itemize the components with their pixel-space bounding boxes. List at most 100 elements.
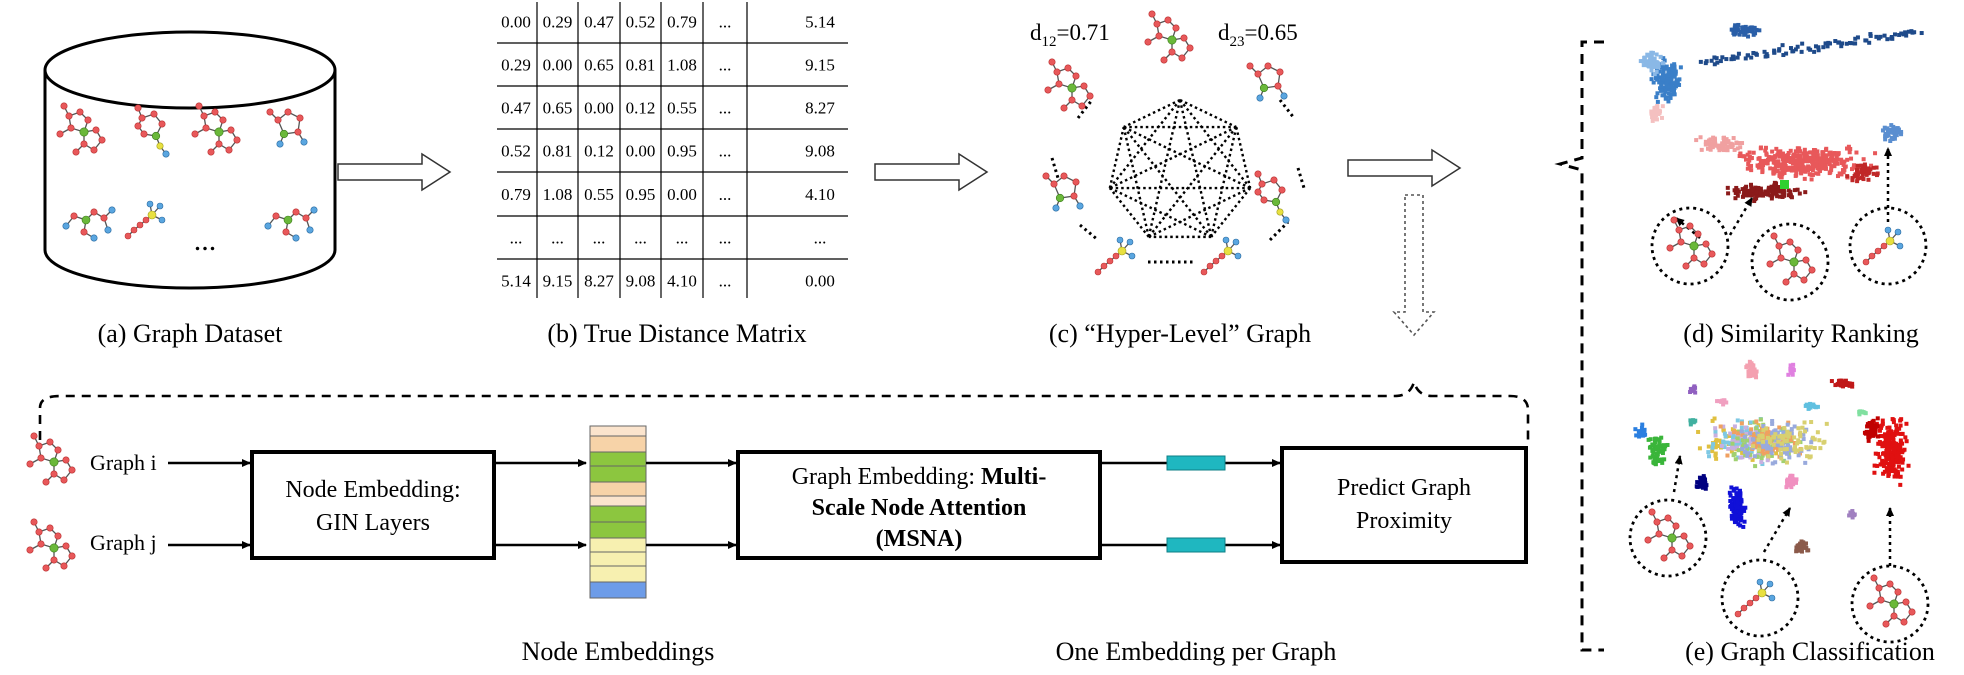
scatter-point — [1866, 438, 1871, 443]
scatter-point — [1655, 104, 1660, 109]
scatter-point — [1803, 166, 1808, 171]
scatter-point — [1805, 159, 1810, 164]
scatter-point — [1784, 485, 1789, 490]
scatter-point — [1791, 368, 1796, 373]
scatter-point — [1749, 55, 1754, 60]
scatter-point — [1731, 446, 1736, 451]
scatter-point — [1779, 441, 1784, 446]
scatter-point — [1761, 193, 1766, 198]
scatter-point — [1765, 450, 1770, 455]
scatter-point — [1842, 159, 1847, 164]
scatter-point — [1867, 423, 1872, 428]
scatter-point — [1873, 423, 1878, 428]
scatter-point — [1815, 153, 1820, 158]
scatter-point — [1895, 431, 1900, 436]
scatter-point — [1657, 80, 1662, 85]
scatter-point — [1661, 66, 1666, 71]
scatter-point — [1893, 459, 1898, 464]
molecule-icon — [1044, 58, 1094, 112]
scatter-point — [1671, 71, 1676, 76]
scatter-point — [1855, 179, 1860, 184]
scatter-point — [1868, 33, 1873, 38]
scatter-point — [1878, 425, 1883, 430]
scatter-point — [1641, 63, 1646, 68]
scatter-point — [1739, 515, 1744, 520]
scatter-point — [1694, 484, 1699, 489]
scatter-point — [1672, 86, 1677, 91]
scatter-point — [1735, 445, 1740, 450]
scatter-point — [1745, 446, 1750, 451]
scatter-point — [1880, 451, 1885, 456]
scatter-point — [1713, 439, 1718, 444]
scatter-point — [1649, 109, 1654, 114]
scatter-point — [1760, 449, 1765, 454]
scatter-point — [1734, 190, 1739, 195]
scatter-point — [1812, 151, 1817, 156]
scatter-point — [1650, 442, 1655, 447]
scatter-point — [1692, 384, 1697, 389]
scatter-point — [1766, 454, 1771, 459]
scatter-point — [1718, 59, 1723, 64]
molecule-icon — [264, 206, 318, 242]
scatter-point — [1760, 165, 1765, 170]
scatter-point — [1648, 57, 1653, 62]
scatter-point — [1854, 167, 1859, 172]
scatter-point — [1742, 435, 1747, 440]
scatter-point — [1666, 84, 1671, 89]
scatter-point — [1726, 140, 1731, 145]
scatter-point — [1645, 63, 1650, 68]
caption-distance-matrix: (b) True Distance Matrix — [547, 319, 806, 348]
scatter-point — [1785, 451, 1790, 456]
scatter-point — [1765, 458, 1770, 463]
scatter-point — [1892, 32, 1897, 37]
scatter-point — [1719, 441, 1724, 446]
scatter-point — [1833, 383, 1838, 388]
scatter-point — [1759, 445, 1764, 450]
scatter-point — [1875, 463, 1880, 468]
scatter-point — [1811, 155, 1816, 160]
scatter-point — [1809, 177, 1814, 182]
scatter-point — [1896, 459, 1901, 464]
hyper-level-graph-panel: d12=0.71 d23=0.65 (c) “Hyper-Level” Grap… — [1030, 10, 1311, 348]
scatter-point — [1700, 477, 1705, 482]
scatter-point — [1796, 156, 1801, 161]
scatter-point — [1729, 501, 1734, 506]
hyper-edge — [1179, 99, 1252, 189]
scatter-point — [1869, 428, 1874, 433]
scatter-point — [1719, 147, 1724, 152]
scatter-point — [1717, 148, 1722, 153]
scatter-point — [1904, 421, 1909, 426]
scatter-point — [1785, 429, 1790, 434]
scatter-point — [1764, 161, 1769, 166]
scatter-point — [1887, 425, 1892, 430]
scatter-point — [1730, 441, 1735, 446]
scatter-point — [1900, 431, 1905, 436]
scatter-point — [1697, 446, 1702, 451]
scatter-point — [1810, 404, 1815, 409]
scatter-point — [1773, 428, 1778, 433]
scatter-point — [1803, 541, 1808, 546]
scatter-point — [1728, 493, 1733, 498]
scatter-point — [1749, 168, 1754, 173]
down-arrow-to-pipeline — [1392, 194, 1436, 337]
scatter-point — [1704, 140, 1709, 145]
scatter-point — [1746, 372, 1751, 377]
scatter-point — [1843, 378, 1848, 383]
hyper-edge — [1210, 126, 1238, 238]
molecule-icon — [124, 200, 166, 240]
scatter-point — [1894, 428, 1899, 433]
scatter-point — [1736, 492, 1741, 497]
scatter-point — [1769, 453, 1774, 458]
scatter-point — [1802, 420, 1807, 425]
scatter-point — [1661, 85, 1666, 90]
scatter-point — [1792, 447, 1797, 452]
scatter-point — [1871, 165, 1876, 170]
scatter-point — [1798, 430, 1803, 435]
scatter-point — [1739, 498, 1744, 503]
matrix-cell: ... — [719, 272, 732, 291]
matrix-cell: 0.81 — [626, 56, 656, 75]
scatter-point — [1890, 36, 1895, 41]
scatter-point — [1666, 69, 1671, 74]
scatter-point — [1784, 447, 1789, 452]
scatter-point — [1814, 163, 1819, 168]
